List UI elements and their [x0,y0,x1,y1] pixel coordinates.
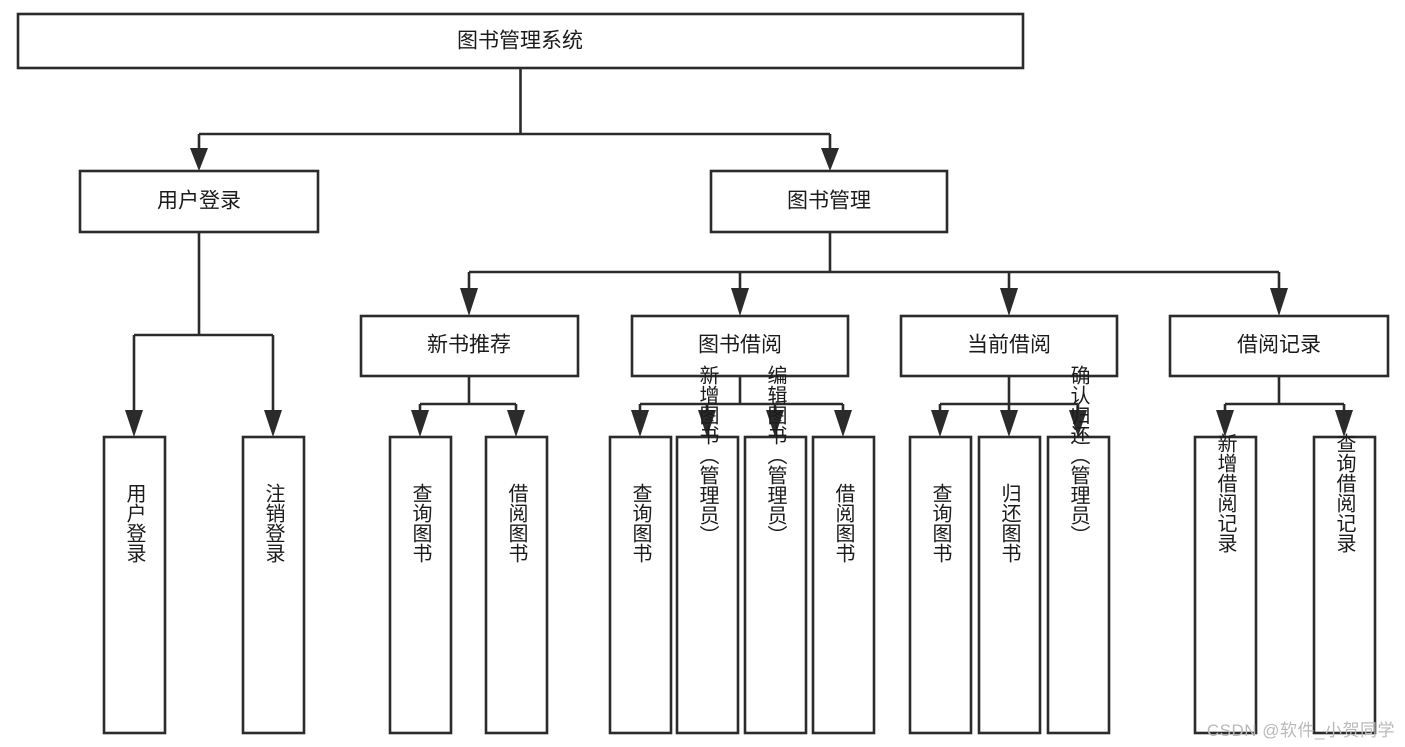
arrowhead-leaf-query-record [1335,410,1353,437]
arrowhead-leaf-query-book-3 [931,410,949,437]
node-leaf-query-book-1-label: 查询图书 [409,483,432,563]
node-leaf-query-book-2[interactable]: 查询图书 [608,435,673,735]
node-root[interactable]: 图书管理系统 [16,12,1025,70]
node-leaf-confirm-return-box[interactable] [1046,435,1111,735]
node-leaf-query-book-3-label: 查询图书 [929,483,952,563]
node-leaf-return-book-label: 归还图书 [998,483,1021,563]
arrowhead-leaf-return-book [1000,410,1018,437]
node-leaf-return-book-box[interactable] [977,435,1042,735]
node-leaf-borrow-book-2[interactable]: 借阅图书 [811,435,876,735]
node-leaf-add-record-box[interactable] [1193,435,1258,735]
node-leaf-add-record[interactable]: 新增借阅记录 [1193,433,1258,735]
arrowhead-leaf-user-logout [264,410,282,437]
node-current-borrow-label: 当前借阅 [967,334,1051,357]
arrowhead-leaf-add-book [698,410,716,437]
arrowhead-leaf-add-record [1216,410,1234,437]
node-leaf-user-login-box[interactable] [102,435,167,735]
node-leaf-user-logout[interactable]: 注销登录 [241,435,306,735]
arrowhead-book-manage [821,148,839,171]
node-leaf-confirm-return-label: 确认归还（管理员） [1067,365,1090,545]
node-leaf-borrow-book-1[interactable]: 借阅图书 [484,435,549,735]
node-leaf-return-book[interactable]: 归还图书 [977,435,1042,735]
node-leaf-add-record-label: 新增借阅记录 [1214,433,1237,553]
node-leaf-query-book-1[interactable]: 查询图书 [388,435,453,735]
arrowhead-leaf-user-login [125,410,143,437]
node-borrow-record-label: 借阅记录 [1237,334,1321,357]
node-leaf-query-record-label: 查询借阅记录 [1333,433,1356,553]
node-new-book-rec-label: 新书推荐 [427,334,511,357]
node-leaf-query-book-1-box[interactable] [388,435,453,735]
node-book-manage-label: 图书管理 [787,190,871,213]
node-leaf-confirm-return[interactable]: 确认归还（管理员） [1046,365,1111,735]
node-leaf-edit-book[interactable]: 编辑图书（管理员） [743,365,808,735]
node-leaf-edit-book-label: 编辑图书（管理员） [764,365,787,545]
node-leaf-query-record[interactable]: 查询借阅记录 [1312,433,1377,735]
node-leaf-query-book-3[interactable]: 查询图书 [908,435,973,735]
node-book-borrow[interactable]: 图书借阅 [630,314,850,378]
node-leaf-borrow-book-2-box[interactable] [811,435,876,735]
node-current-borrow[interactable]: 当前借阅 [899,314,1119,378]
node-root-label: 图书管理系统 [457,30,583,53]
node-borrow-record-box[interactable] [1168,314,1390,378]
arrowhead-leaf-query-book-2 [631,410,649,437]
arrowhead-borrow-record [1270,288,1288,316]
arrowhead-leaf-confirm-return [1069,410,1087,437]
node-leaf-user-logout-label: 注销登录 [262,483,285,563]
arrowhead-leaf-edit-book [766,410,784,437]
node-leaf-query-book-3-box[interactable] [908,435,973,735]
node-leaf-borrow-book-2-label: 借阅图书 [832,483,855,563]
arrowhead-leaf-borrow-book-1 [507,410,525,437]
arrowhead-leaf-query-book-1 [411,410,429,437]
arrowhead-new-book-rec [460,288,478,316]
node-user-login-label: 用户登录 [157,190,241,213]
node-root-box[interactable] [16,12,1025,70]
node-leaf-borrow-book-1-box[interactable] [484,435,549,735]
node-leaf-query-book-2-label: 查询图书 [629,483,652,563]
node-leaf-add-book[interactable]: 新增图书（管理员） [675,365,740,735]
node-book-manage[interactable]: 图书管理 [709,169,949,234]
node-leaf-user-logout-box[interactable] [241,435,306,735]
arrowhead-leaf-borrow-book-2 [834,410,852,437]
node-leaf-add-book-label: 新增图书（管理员） [696,365,719,545]
node-book-manage-box[interactable] [709,169,949,234]
node-borrow-record[interactable]: 借阅记录 [1168,314,1390,378]
arrowhead-book-borrow [731,288,749,316]
node-current-borrow-box[interactable] [899,314,1119,378]
node-user-login-box[interactable] [78,169,320,234]
node-leaf-user-login[interactable]: 用户登录 [102,435,167,735]
node-user-login[interactable]: 用户登录 [78,169,320,234]
node-leaf-query-book-2-box[interactable] [608,435,673,735]
node-leaf-add-book-box[interactable] [675,435,740,735]
arrowhead-current-borrow [1000,288,1018,316]
node-book-borrow-box[interactable] [630,314,850,378]
connector-layer [125,68,1353,437]
node-leaf-borrow-book-1-label: 借阅图书 [505,483,528,563]
node-leaf-user-login-label: 用户登录 [123,483,146,563]
node-new-book-rec[interactable]: 新书推荐 [359,314,580,378]
node-leaf-query-record-box[interactable] [1312,435,1377,735]
node-book-borrow-label: 图书借阅 [698,334,782,357]
node-new-book-rec-box[interactable] [359,314,580,378]
node-leaf-edit-book-box[interactable] [743,435,808,735]
arrowhead-user-login [190,148,208,171]
